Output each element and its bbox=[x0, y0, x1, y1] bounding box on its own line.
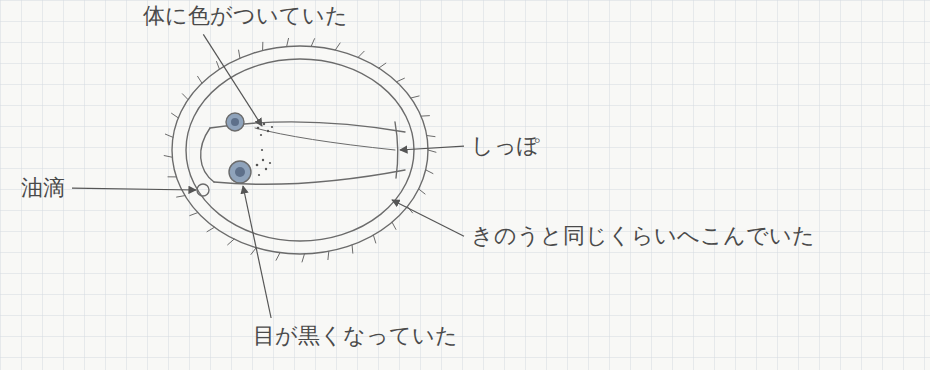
egg-hair bbox=[168, 176, 176, 177]
egg-hair bbox=[426, 170, 433, 174]
embryo-eye-pupil bbox=[231, 118, 239, 126]
egg-hair bbox=[182, 94, 188, 100]
egg-hair bbox=[217, 62, 220, 70]
callout-label: しっぽ bbox=[468, 132, 543, 160]
egg-hair bbox=[373, 235, 375, 243]
egg-hair bbox=[392, 222, 396, 229]
egg-hair bbox=[190, 213, 198, 216]
leader-line bbox=[72, 188, 196, 190]
embryo-body-line bbox=[255, 128, 395, 150]
egg-hair bbox=[302, 254, 304, 262]
leader-line bbox=[400, 146, 464, 150]
leader-line bbox=[203, 34, 262, 126]
egg-hair bbox=[276, 253, 280, 261]
egg-hair bbox=[207, 227, 214, 231]
egg-hair bbox=[379, 63, 386, 68]
egg-hair bbox=[358, 51, 364, 57]
embryo-eye bbox=[229, 161, 251, 183]
egg-hair bbox=[411, 96, 419, 98]
egg-hairs bbox=[164, 38, 436, 262]
egg-inner-membrane bbox=[186, 59, 414, 241]
egg-hair bbox=[428, 150, 436, 152]
egg-hair bbox=[228, 239, 234, 245]
egg-hair bbox=[419, 189, 425, 194]
egg-hair bbox=[421, 115, 429, 116]
egg-hair bbox=[311, 39, 314, 47]
leader-line bbox=[392, 200, 464, 236]
callout-label: 体に色がついていた bbox=[140, 2, 351, 30]
egg-hair bbox=[239, 50, 240, 58]
callout-label: 油滴 bbox=[18, 174, 68, 202]
pigment-dots bbox=[256, 123, 273, 176]
egg-hair bbox=[427, 136, 435, 137]
egg-hair bbox=[165, 134, 173, 137]
egg-hair bbox=[287, 38, 289, 46]
leader-line bbox=[243, 186, 271, 318]
embryo-head bbox=[201, 128, 214, 182]
egg-hair bbox=[262, 42, 263, 50]
callout-label: きのうと同じくらいへこんでいた bbox=[468, 222, 818, 250]
egg-hair bbox=[177, 196, 185, 197]
egg-hair bbox=[352, 245, 354, 253]
egg-hair bbox=[198, 76, 202, 83]
oil-droplet bbox=[197, 184, 209, 196]
egg-hair bbox=[172, 113, 179, 118]
egg-hair bbox=[327, 251, 329, 259]
egg-hair bbox=[335, 43, 340, 50]
embryo-eye-pupil bbox=[235, 167, 245, 177]
embryo-eye bbox=[226, 113, 244, 131]
callout-label: 目が黒くなっていた bbox=[250, 322, 461, 350]
egg-hair bbox=[397, 78, 405, 82]
egg-membrane bbox=[172, 46, 428, 254]
egg-hair bbox=[164, 156, 172, 158]
egg-hair bbox=[251, 248, 256, 255]
